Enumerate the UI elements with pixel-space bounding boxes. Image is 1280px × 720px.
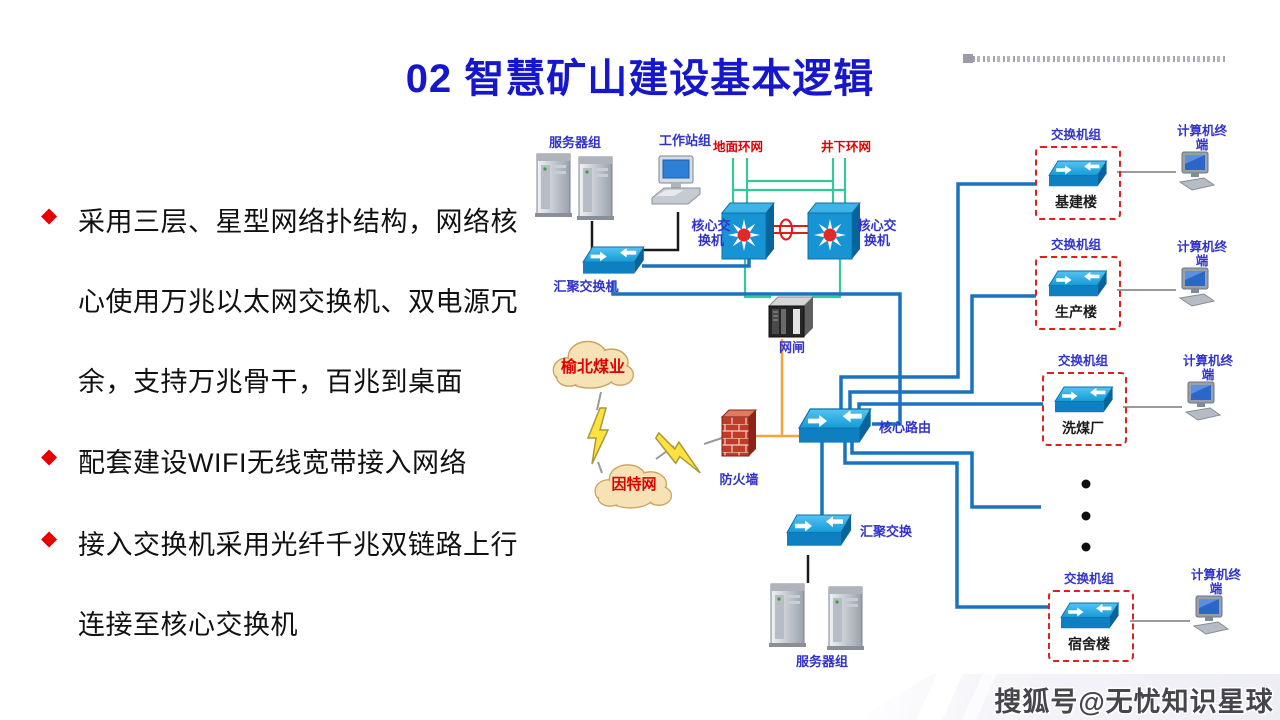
core-router-label: 核心路由 <box>878 420 931 435</box>
terminal-label: 计算机终端 <box>1176 240 1227 269</box>
bullet-marker: ◆ <box>41 527 58 550</box>
computer-terminal-icon <box>1179 151 1215 191</box>
bullet-text-line: 接入交换机采用光纤千兆双链路上行 <box>78 530 518 560</box>
lightning-bolt-icon <box>649 430 709 478</box>
fine-print-line <box>963 54 1225 63</box>
bullet-text-line: 余，支持万兆骨干，百兆到桌面 <box>78 367 463 397</box>
aggregation-switch-bottom-label: 汇聚交换 <box>859 524 912 539</box>
core-router-icon <box>798 408 872 444</box>
fiber-ring-icon <box>779 218 793 241</box>
core-switch-icon <box>807 202 861 260</box>
bullet-text-line: 配套建设WIFI无线宽带接入网络 <box>78 448 467 478</box>
more-groups-ellipsis <box>1081 479 1091 552</box>
core-link-red-lines <box>768 225 808 234</box>
page-title: 02 智慧矿山建设基本逻辑 <box>405 57 875 101</box>
terminal-label: 计算机终端 <box>1176 124 1227 153</box>
tower-server-icon <box>768 583 807 648</box>
bullet-text-line: 采用三层、星型网络扑结构，网络核 <box>78 207 518 237</box>
ring-network-lines <box>731 158 847 299</box>
firewall-icon <box>721 409 757 457</box>
terminal-label: 计算机终端 <box>1190 568 1241 597</box>
building-switch-box <box>1035 256 1121 330</box>
computer-terminal-icon <box>1193 595 1229 635</box>
server-group-top-label: 服务器组 <box>548 135 601 150</box>
computer-terminal-icon <box>1185 381 1221 421</box>
switch-group-label: 交换机组 <box>1050 238 1101 252</box>
bullet-text-line: 心使用万兆以太网交换机、双电源冗 <box>78 287 518 317</box>
yubei-cloud-label: 榆北煤业 <box>560 359 625 376</box>
building-name: 洗煤厂 <box>1062 420 1104 436</box>
bullet-marker: ◆ <box>41 445 58 468</box>
server-group-bottom-label: 服务器组 <box>795 654 848 669</box>
aggregation-switch-top-label: 汇聚交换机 <box>553 279 619 294</box>
watermark: 搜狐号@无忧知识星球 <box>994 687 1274 717</box>
switch-group-label: 交换机组 <box>1063 572 1114 586</box>
computer-terminal-icon <box>1179 267 1215 307</box>
orange-lines <box>748 339 801 438</box>
workstation-group-label: 工作站组 <box>658 133 711 148</box>
core-switch-right-label: 核心交换机 <box>857 218 897 248</box>
ground-ring-label: 地面环网 <box>712 140 763 154</box>
tower-server-icon <box>826 586 865 651</box>
tower-server-icon <box>576 156 615 221</box>
underground-ring-label: 井下环网 <box>820 140 871 154</box>
internet-cloud-label: 因特网 <box>611 476 657 493</box>
bullet-text-line: 连接至核心交换机 <box>78 610 298 640</box>
aggregation-switch-icon <box>582 246 645 275</box>
firewall-label: 防火墙 <box>719 472 759 487</box>
building-name: 宿舍楼 <box>1068 636 1110 652</box>
network-gap-icon <box>768 296 814 338</box>
terminal-label: 计算机终端 <box>1182 354 1233 383</box>
bottom-decorative-band <box>856 674 1280 720</box>
network-gap-label: 网闸 <box>778 340 805 355</box>
building-switch-box <box>1048 590 1134 662</box>
building-name: 生产楼 <box>1055 304 1097 320</box>
aggregation-switch-icon <box>786 514 852 547</box>
switch-group-label: 交换机组 <box>1050 128 1101 142</box>
workstation-icon <box>651 155 701 205</box>
core-switch-left-label: 核心交换机 <box>691 218 731 248</box>
switch-group-label: 交换机组 <box>1057 354 1108 368</box>
building-switch-box <box>1042 372 1127 446</box>
lightning-bolt-icon <box>587 407 609 465</box>
building-switch-box <box>1035 146 1121 220</box>
gray-links <box>596 171 1190 622</box>
bullet-marker: ◆ <box>41 204 58 227</box>
backbone-blue-lines <box>611 182 1049 609</box>
building-name: 基建楼 <box>1055 194 1097 210</box>
